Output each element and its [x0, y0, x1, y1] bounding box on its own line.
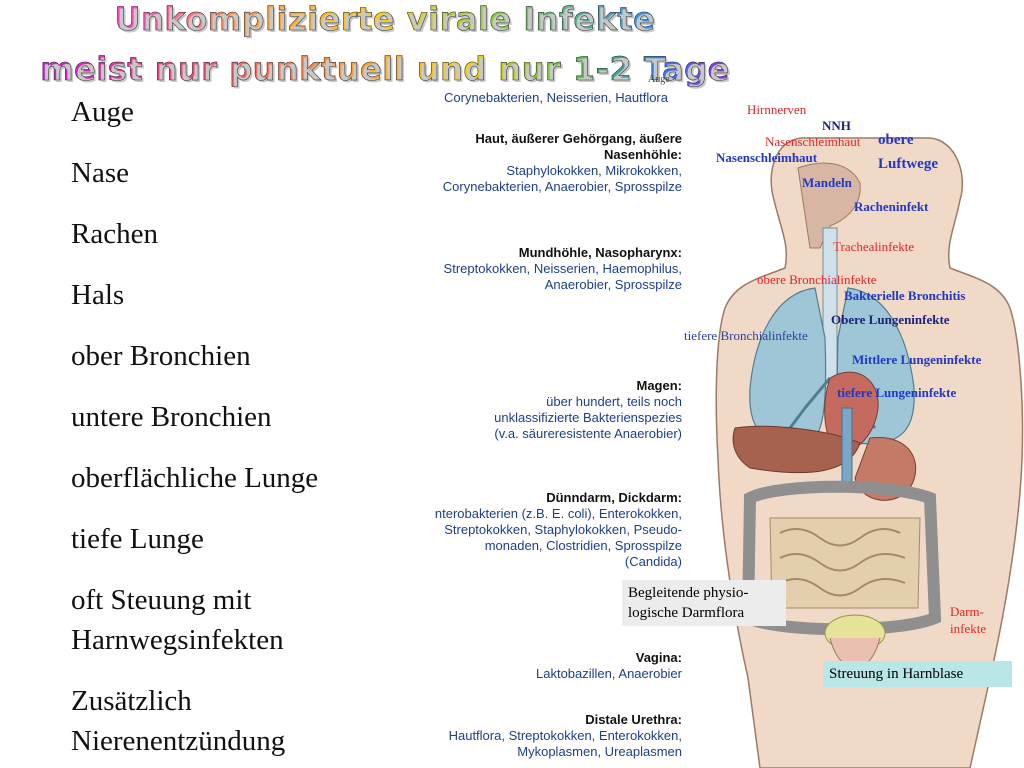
list-item: Rachen — [71, 218, 158, 250]
liver — [732, 425, 861, 474]
auge-small-label: Auge — [648, 74, 670, 85]
list-item: untere Bronchien — [71, 401, 272, 433]
list-item: oft Steuung mit Harnwegsinfekten — [71, 584, 284, 656]
small-intestine — [769, 517, 921, 609]
title-line-1: Unkomplizierte virale Infekte — [114, 0, 656, 38]
colon — [741, 480, 942, 636]
anatomy-figure: Auge Corynebakterien, Neisserien, Hautfl… — [430, 74, 1024, 768]
flora-skin: Haut, äußerer Gehörgang, äußere Nasenhöh… — [442, 131, 682, 194]
label-begleitende-darmflora: Begleitende physio- logische Darmflora — [622, 580, 786, 626]
title-line-2: meist nur punktuell und nur 1-2 Tage — [40, 50, 730, 89]
list-item: Auge — [71, 96, 134, 128]
flora-stomach: Magen:über hundert, teils noch unklassif… — [494, 378, 682, 441]
list-item: Zusätzlich Nierenentzündung — [71, 685, 286, 757]
head-cavity — [797, 162, 861, 249]
flora-mouth: Mundhöhle, Nasopharynx:Streptokokken, Ne… — [443, 245, 682, 292]
list-item: oberflächliche Lunge — [71, 462, 319, 494]
list-item: Nase — [71, 157, 129, 189]
body-illustration — [715, 137, 1024, 768]
list-item: ober Bronchien — [71, 340, 251, 372]
flora-urethra: Distale Urethra:Hautflora, Streptokokken… — [448, 712, 682, 759]
label-streuung-harnblase: Streuung in Harnblase — [823, 661, 1012, 687]
label-trachealinfekte: Trachealinfekte — [833, 239, 915, 254]
flora-vagina: Vagina:Laktobazillen, Anaerobier — [536, 650, 682, 681]
list-item: Hals — [71, 279, 125, 311]
label-nasenschleimhaut-blue: Nasenschleimhaut — [716, 150, 818, 165]
label-obere-lungeninfekte: Obere Lungeninfekte — [831, 312, 950, 327]
label-bakterielle-bronchitis: Bakterielle Bronchitis — [844, 288, 966, 303]
label-tiefere-lungeninfekte: tiefere Lungeninfekte — [837, 385, 957, 400]
label-darm-infekte: Darm-infekte — [950, 604, 987, 636]
label-mandeln: Mandeln — [802, 175, 852, 190]
label-racheninfekt: Racheninfekt — [854, 199, 929, 214]
label-nasenschleimhaut-red: Nasenschleimhaut — [765, 134, 861, 149]
label-tiefere-bronchialinfekte: tiefere Bronchialinfekte — [684, 328, 808, 343]
flora-intestine: Dünndarm, Dickdarm:nterobakterien (z.B. … — [434, 490, 682, 569]
label-nnh: NNH — [822, 118, 851, 133]
body-region-list: Auge Nase Rachen Hals ober Bronchien unt… — [71, 92, 431, 761]
label-obere-bronchialinfekte: obere Bronchialinfekte — [757, 272, 877, 287]
flora-eye: Corynebakterien, Neisserien, Hautflora — [444, 90, 668, 105]
list-item: tiefe Lunge — [71, 523, 204, 555]
label-hirnnerven: Hirnnerven — [747, 102, 807, 117]
label-mittlere-lungeninfekte: Mittlere Lungeninfekte — [852, 352, 982, 367]
